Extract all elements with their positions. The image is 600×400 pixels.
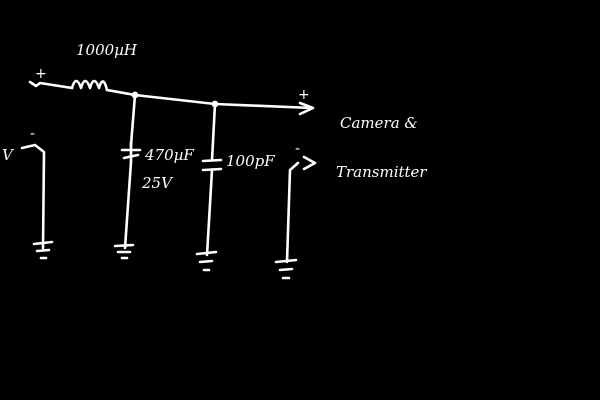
ceramic-value-label: 100pF xyxy=(226,152,275,170)
load-label-line2: Transmitter xyxy=(336,163,427,181)
input-ground-symbol xyxy=(32,240,54,260)
output-positive-sign: + xyxy=(298,87,310,103)
inductor-coil xyxy=(70,79,109,92)
ceramic-wire-top xyxy=(210,102,217,162)
input-negative-wire xyxy=(20,143,46,250)
electrolytic-wire-bottom xyxy=(123,160,133,250)
input-voltage-label: V xyxy=(2,146,15,164)
input-lead-left xyxy=(28,80,74,90)
output-negative-wire xyxy=(285,161,300,264)
input-positive-sign: + xyxy=(35,66,47,82)
electrolytic-capacitor-symbol xyxy=(120,141,142,164)
electrolytic-voltage-label: 25V xyxy=(141,174,174,192)
electrolytic-wire-top xyxy=(129,93,137,147)
ceramic-ground-symbol xyxy=(195,250,218,272)
output-negative-sign: - xyxy=(295,141,300,157)
electrolytic-ground-symbol xyxy=(113,243,135,260)
output-negative-arrow xyxy=(302,155,317,171)
ceramic-wire-bottom xyxy=(205,168,214,257)
positive-rail xyxy=(105,88,314,110)
ceramic-capacitor-symbol xyxy=(201,158,223,172)
load-label-line1: Camera & xyxy=(340,114,418,132)
inductor-label: 1000µH xyxy=(76,41,138,59)
input-negative-sign: - xyxy=(30,126,35,142)
electrolytic-value-label: 470µF xyxy=(144,146,194,164)
output-arrow xyxy=(298,101,315,116)
output-ground-symbol xyxy=(274,258,298,280)
